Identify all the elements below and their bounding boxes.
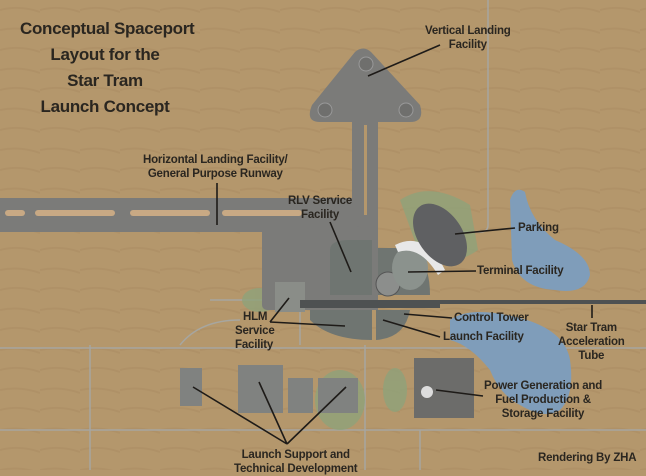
label-line: Horizontal Landing Facility/ xyxy=(143,154,288,166)
label-line: HLM xyxy=(243,311,268,323)
label-line: Launch Support and xyxy=(241,449,350,461)
title-line: Layout for the xyxy=(50,45,160,64)
label-line: Power Generation and xyxy=(484,380,603,392)
water-features xyxy=(450,189,590,414)
label-line: Star Tram xyxy=(565,322,617,334)
rendering-credit: Rendering By ZHA xyxy=(538,452,637,464)
parking-lot xyxy=(413,203,467,267)
leader-lines xyxy=(192,44,593,445)
label-control-tower: Control Tower xyxy=(454,312,529,324)
title-line: Conceptual Spaceport xyxy=(20,19,195,38)
vertical-landing-pad xyxy=(309,48,422,310)
label-terminal: Terminal Facility xyxy=(477,265,564,277)
page-title: Conceptual Spaceport Layout for the Star… xyxy=(20,16,195,120)
label-line: Storage Facility xyxy=(501,408,585,420)
title-line: Star Tram xyxy=(67,71,143,90)
label-launch-facility: Launch Facility xyxy=(443,331,524,343)
label-line: Service xyxy=(235,325,275,337)
label-line: Fuel Production & xyxy=(495,394,591,406)
label-line: Technical Development xyxy=(234,463,358,475)
label-power-generation: Power Generation and Fuel Production & S… xyxy=(484,379,602,421)
label-line: Vertical Landing xyxy=(425,25,511,37)
label-line: RLV Service xyxy=(288,195,353,207)
label-hlm-service: HLM Service Facility xyxy=(235,310,275,352)
label-line: Facility xyxy=(301,209,340,221)
label-line: Tube xyxy=(578,350,605,362)
label-launch-support: Launch Support and Technical Development xyxy=(234,448,358,476)
label-parking: Parking xyxy=(518,222,559,234)
title-line: Launch Concept xyxy=(40,97,170,116)
label-horizontal-landing: Horizontal Landing Facility/ General Pur… xyxy=(143,153,288,181)
label-star-tram-tube: Star Tram Acceleration Tube xyxy=(558,321,625,363)
label-line: Facility xyxy=(235,339,274,351)
label-line: Acceleration xyxy=(558,336,625,348)
label-line: Facility xyxy=(448,39,487,51)
acceleration-tube xyxy=(430,300,646,304)
label-rlv-service: RLV Service Facility xyxy=(288,194,352,222)
label-line: General Purpose Runway xyxy=(147,168,283,180)
label-vertical-landing: Vertical Landing Facility xyxy=(425,24,511,52)
